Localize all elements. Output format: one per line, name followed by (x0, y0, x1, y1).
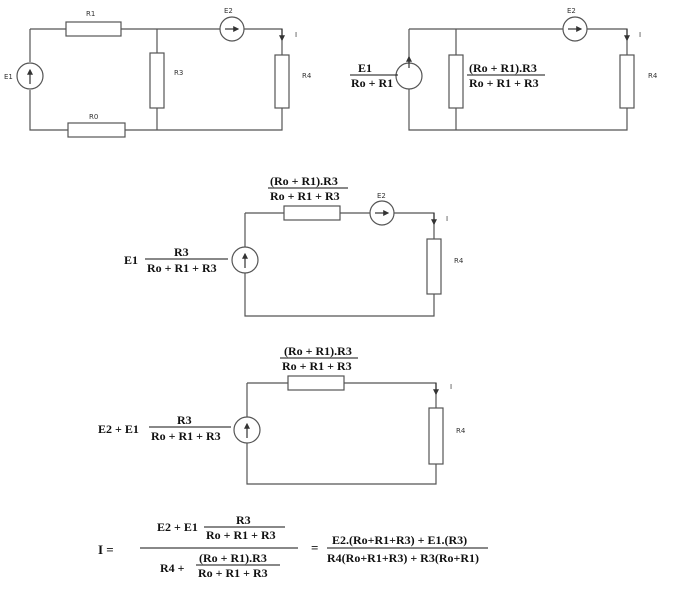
formula-parallel-den: Ro + R1 + R3 (469, 76, 539, 90)
formula-r4-plus: R4 + (160, 561, 185, 575)
formula-e1: E1 (358, 61, 372, 75)
circuit-step-3: (Ro + R1).R3 Ro + R1 + R3 I R4 E2 + E1 R… (98, 344, 466, 485)
formula-equals: = (311, 540, 318, 555)
label-r4: R4 (302, 72, 312, 80)
formula-parallel-num: (Ro + R1).R3 (469, 61, 537, 75)
source-thevenin (231, 246, 259, 274)
formula-parallel-den: Ro + R1 + R3 (270, 189, 340, 203)
source-e2 (562, 16, 588, 42)
final-equation: I = E2 + E1 R3 Ro + R1 + R3 R4 + (Ro + R… (98, 513, 488, 580)
resistor-r4 (428, 407, 444, 465)
resistor-series (283, 205, 341, 221)
formula-sum-den: Ro + R1 + R3 (151, 429, 221, 443)
label-e1: E1 (4, 73, 13, 81)
resistor-r0 (67, 122, 126, 138)
resistor-r4 (426, 238, 442, 295)
label-r4: R4 (456, 427, 466, 435)
source-e1 (16, 62, 44, 90)
source-combined (233, 416, 261, 444)
resistor-r3 (149, 52, 165, 109)
formula-ro-r1: Ro + R1 (351, 76, 393, 90)
formula-parallel-num: (Ro + R1).R3 (284, 344, 352, 358)
label-i: I (295, 31, 297, 39)
label-r4: R4 (454, 257, 464, 265)
source-e1-equivalent (395, 55, 423, 90)
formula-sum-den: Ro + R1 + R3 (147, 261, 217, 275)
source-e2 (369, 200, 395, 226)
formula-parallel-num: (Ro + R1).R3 (199, 551, 267, 565)
formula-final-num: E2.(Ro+R1+R3) + E1.(R3) (332, 533, 467, 547)
formula-parallel-den: Ro + R1 + R3 (198, 566, 268, 580)
formula-parallel-num: (Ro + R1).R3 (270, 174, 338, 188)
formula-r3: R3 (236, 513, 251, 527)
source-e2 (219, 16, 245, 42)
label-r0: R0 (89, 113, 98, 121)
formula-r3: R3 (177, 413, 192, 427)
label-e2: E2 (377, 192, 386, 200)
label-r3: R3 (174, 69, 183, 77)
label-i: I (446, 215, 448, 223)
label-e2: E2 (567, 7, 576, 15)
formula-i-eq: I = (98, 542, 114, 557)
label-e2: E2 (224, 7, 233, 15)
resistor-r1 (65, 21, 122, 37)
label-i: I (639, 31, 641, 39)
formula-final-den: R4(Ro+R1+R3) + R3(Ro+R1) (327, 551, 479, 565)
formula-e2-plus-e1: E2 + E1 (98, 422, 139, 436)
formula-e2-plus-e1: E2 + E1 (157, 520, 198, 534)
resistor-r4 (619, 54, 635, 109)
formula-e1: E1 (124, 253, 138, 267)
formula-parallel-den: Ro + R1 + R3 (282, 359, 352, 373)
resistor-series (287, 375, 345, 391)
label-r1: R1 (86, 10, 95, 18)
formula-sum-den: Ro + R1 + R3 (206, 528, 276, 542)
formula-r3: R3 (174, 245, 189, 259)
resistor-r4 (274, 54, 290, 109)
resistor-r3-parallel (448, 54, 464, 109)
circuit-step-1: E1 Ro + R1 (Ro + R1).R3 Ro + R1 + R3 R4 … (350, 7, 658, 131)
label-i: I (450, 383, 452, 391)
label-r4: R4 (648, 72, 658, 80)
circuit-step-2: (Ro + R1).R3 Ro + R1 + R3 E2 I R4 E1 R3 … (124, 174, 464, 317)
circuit-original: R1 R0 R3 R4 E1 E2 I (4, 7, 312, 138)
